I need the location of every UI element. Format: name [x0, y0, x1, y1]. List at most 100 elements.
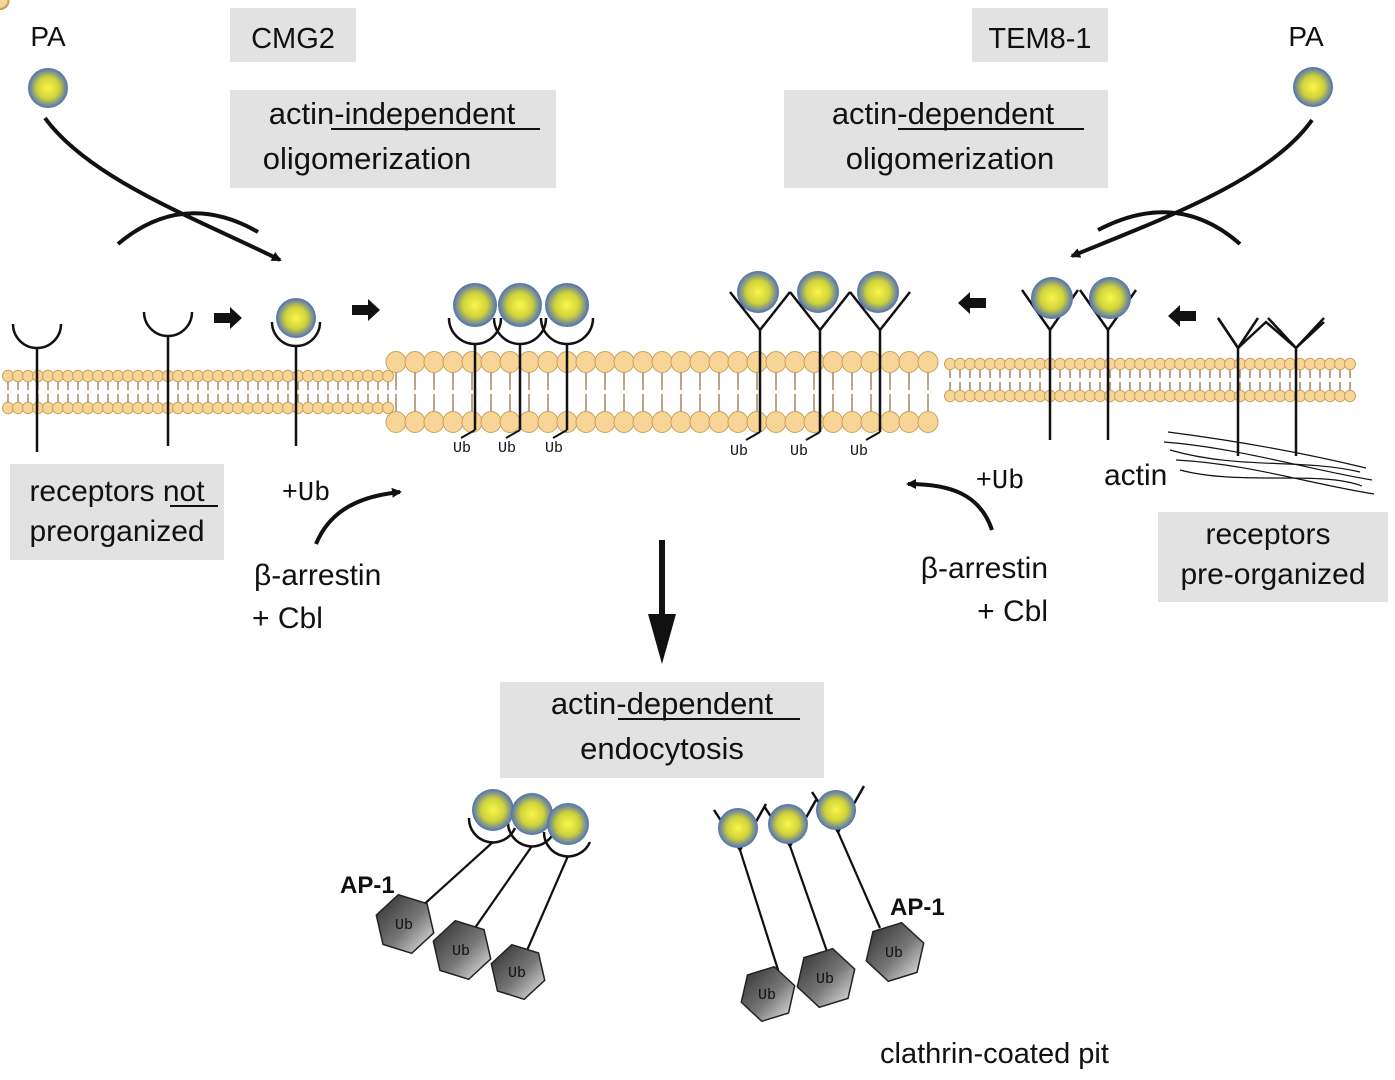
lipid: [1284, 382, 1296, 403]
pa-molecule: [1031, 277, 1073, 319]
lipid: [1304, 382, 1316, 403]
lipid: [575, 394, 597, 433]
lipid-head: [222, 369, 234, 383]
pa-molecule: [511, 793, 553, 835]
arrestin-right-line1: β-arrestin: [921, 552, 1048, 585]
pa-molecule: [718, 808, 758, 848]
lipid-head: [954, 357, 966, 371]
lipid-head: [423, 351, 445, 373]
lipid-head: [651, 351, 673, 373]
lipid-head: [879, 411, 901, 433]
lipid: [362, 369, 374, 390]
lipid-head: [272, 369, 284, 383]
pa-molecule: [737, 271, 779, 313]
lipid-head: [898, 351, 920, 373]
lipid: [385, 394, 407, 433]
lipid-head: [1114, 357, 1126, 371]
lipid-head: [282, 401, 294, 415]
lipid-head: [1344, 357, 1356, 371]
receptor-arms: [1216, 317, 1260, 351]
lipid-head: [784, 411, 806, 433]
lipid-head: [1344, 389, 1356, 403]
lipid-head: [242, 369, 254, 383]
lipid: [272, 394, 284, 415]
lipid: [102, 394, 114, 415]
lipid-head: [362, 369, 374, 383]
lipid: [480, 351, 502, 390]
lipid-head: [72, 401, 84, 415]
lipid-head: [1014, 357, 1026, 371]
lipid-head: [984, 389, 996, 403]
lipid-head: [1184, 389, 1196, 403]
clathrin-label: clathrin-coated pit: [880, 1038, 1109, 1070]
lipid-head: [1104, 389, 1116, 403]
receptor-stalk: [738, 849, 782, 977]
pa-molecule: [28, 68, 68, 108]
lipid: [212, 369, 224, 390]
lipid: [202, 394, 214, 415]
ub-tag: Ub: [730, 443, 748, 460]
lipid-head: [122, 369, 134, 383]
ap1-adaptor: [740, 965, 796, 1023]
lipid: [1224, 382, 1236, 403]
lipid: [62, 394, 74, 415]
lipid-head: [708, 351, 730, 373]
lipid: [1194, 357, 1206, 378]
plus-ub-left: +Ub: [282, 479, 331, 509]
lipid-head: [132, 369, 144, 383]
lipid: [1014, 382, 1026, 403]
lipid: [964, 382, 976, 403]
lipid: [302, 394, 314, 415]
ub-tag: Ub: [395, 917, 413, 934]
lipid: [1334, 357, 1346, 378]
lipid: [282, 394, 294, 415]
lipid: [784, 351, 806, 390]
tem8-oligomer-receptor: [849, 291, 911, 441]
lipid: [302, 369, 314, 390]
lipid: [1174, 357, 1186, 378]
lipid-head: [632, 411, 654, 433]
lipid: [352, 394, 364, 415]
lipid: [372, 394, 384, 415]
lipid: [2, 369, 14, 390]
lipid-head: [262, 401, 274, 415]
lipid: [312, 394, 324, 415]
lipid: [372, 369, 384, 390]
lipid-head: [1064, 389, 1076, 403]
lipid-head: [202, 369, 214, 383]
lipid: [292, 394, 304, 415]
lipid: [1034, 357, 1046, 378]
lipid-head: [382, 369, 394, 383]
pa-molecule: [1293, 67, 1333, 107]
lipid-head: [272, 401, 284, 415]
lipid: [1084, 382, 1096, 403]
lipid: [537, 351, 559, 390]
lipid-head: [651, 411, 673, 433]
lipid: [518, 394, 540, 433]
lipid-head: [1264, 389, 1276, 403]
lipid-head: [1064, 357, 1076, 371]
lipid: [765, 351, 787, 390]
lipid: [52, 369, 64, 390]
lipid-head: [82, 401, 94, 415]
lipid-head: [1034, 357, 1046, 371]
lipid: [12, 369, 24, 390]
lipid: [898, 351, 920, 390]
endocytosis-arrow-head: [648, 614, 676, 664]
lipid: [1324, 382, 1336, 403]
lipid: [42, 394, 54, 415]
lipid-head: [480, 351, 502, 373]
lipid: [1064, 357, 1076, 378]
lipid: [52, 394, 64, 415]
lipid-head: [632, 351, 654, 373]
lipid: [22, 369, 34, 390]
lipid: [382, 394, 394, 415]
lipid-head: [944, 389, 956, 403]
cmg2-label: CMG2: [251, 23, 335, 55]
lipid-head: [1004, 389, 1016, 403]
lipid-head: [1194, 389, 1206, 403]
ap1-adaptor: [375, 893, 435, 955]
endocytosis-title: actin-dependent: [551, 686, 774, 721]
lipid-head: [192, 401, 204, 415]
lipid: [132, 369, 144, 390]
